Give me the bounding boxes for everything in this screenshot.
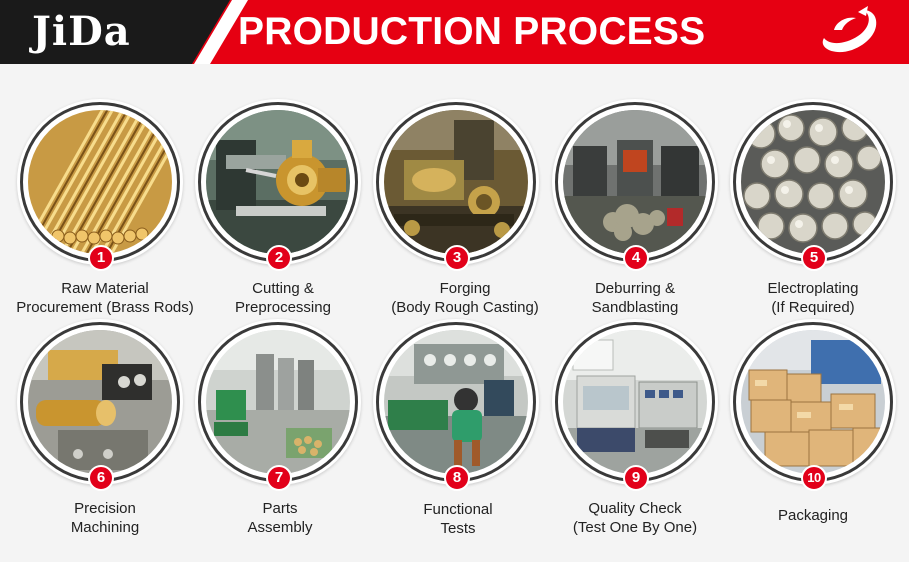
step-label-line: Cutting & (252, 280, 314, 297)
step-number-badge: 5 (801, 245, 827, 271)
image-frame (198, 322, 358, 482)
cutting-machine-photo (206, 110, 350, 254)
step-number-badge: 7 (266, 465, 292, 491)
image-frame (733, 322, 893, 482)
step-number-badge: 1 (88, 245, 114, 271)
step-label: Precision Machining (0, 499, 210, 537)
step-label-line: (Body Rough Casting) (391, 299, 539, 316)
step-number-badge: 9 (623, 465, 649, 491)
logo-block: JiDa (0, 0, 230, 64)
step-label-line: (Test One By One) (572, 519, 698, 536)
step-label: Packaging (708, 506, 909, 525)
step-number-badge: 10 (801, 465, 827, 491)
image-frame (376, 322, 536, 482)
step-6-image (20, 322, 180, 482)
testing-station-photo (384, 330, 528, 474)
packaging-boxes-photo (741, 330, 885, 474)
image-frame (20, 322, 180, 482)
assembly-line-photo (206, 330, 350, 474)
step-label: Raw Material Procurement (Brass Rods) (0, 279, 210, 317)
step-9-image (555, 322, 715, 482)
step-label: Functional Tests (353, 500, 563, 538)
step-label-line: Procurement (Brass Rods) (16, 299, 194, 316)
step-label: Deburring & Sandblasting (530, 279, 740, 317)
step-number-badge: 6 (88, 465, 114, 491)
image-frame (376, 102, 536, 262)
image-frame (733, 102, 893, 262)
step-8-image (376, 322, 536, 482)
step-label: Electroplating (If Required) (708, 279, 909, 317)
step-label-line: Machining (70, 519, 140, 536)
step-label-line: Sandblasting (591, 299, 679, 316)
image-frame (555, 322, 715, 482)
step-label: Parts Assembly (175, 499, 385, 537)
step-7-image (198, 322, 358, 482)
quality-check-photo (563, 330, 707, 474)
step-1-image (20, 102, 180, 262)
image-frame (20, 102, 180, 262)
step-label-line: Raw Material (61, 280, 149, 297)
swoosh-logo-icon (822, 6, 877, 53)
step-label: Forging (Body Rough Casting) (360, 279, 570, 317)
step-number-badge: 2 (266, 245, 292, 271)
header-banner: JiDa PRODUCTION PROCESS (0, 0, 909, 64)
step-label-line: Preprocessing (235, 299, 331, 316)
step-label: Cutting & Preprocessing (178, 279, 388, 317)
step-label: Quality Check (Test One By One) (530, 499, 740, 537)
cnc-machining-photo (28, 330, 172, 474)
step-5-image (733, 102, 893, 262)
step-2-image (198, 102, 358, 262)
page-title: PRODUCTION PROCESS (238, 10, 706, 53)
image-frame (198, 102, 358, 262)
electroplated-parts-photo (741, 110, 885, 254)
step-label-line: Packaging (777, 507, 849, 524)
step-number-badge: 8 (444, 465, 470, 491)
brand-logo-text: JiDa (32, 8, 131, 55)
step-label-line: Electroplating (767, 280, 859, 297)
step-label-line: Assembly (247, 519, 313, 536)
step-label-line: Functional (423, 501, 493, 518)
brass-rods-photo (28, 110, 172, 254)
step-4-image (555, 102, 715, 262)
step-10-image (733, 322, 893, 482)
step-label-line: Parts (262, 500, 298, 517)
step-label-line: Tests (440, 520, 476, 537)
step-label-line: Quality Check (588, 500, 682, 517)
forging-press-photo (384, 110, 528, 254)
step-3-image (376, 102, 536, 262)
deburring-workshop-photo (563, 110, 707, 254)
step-label-line: (If Required) (771, 299, 855, 316)
step-label-line: Deburring & (594, 280, 676, 297)
step-label-line: Precision (74, 500, 136, 517)
step-number-badge: 4 (623, 245, 649, 271)
step-label-line: Forging (439, 280, 491, 297)
step-number-badge: 3 (444, 245, 470, 271)
image-frame (555, 102, 715, 262)
